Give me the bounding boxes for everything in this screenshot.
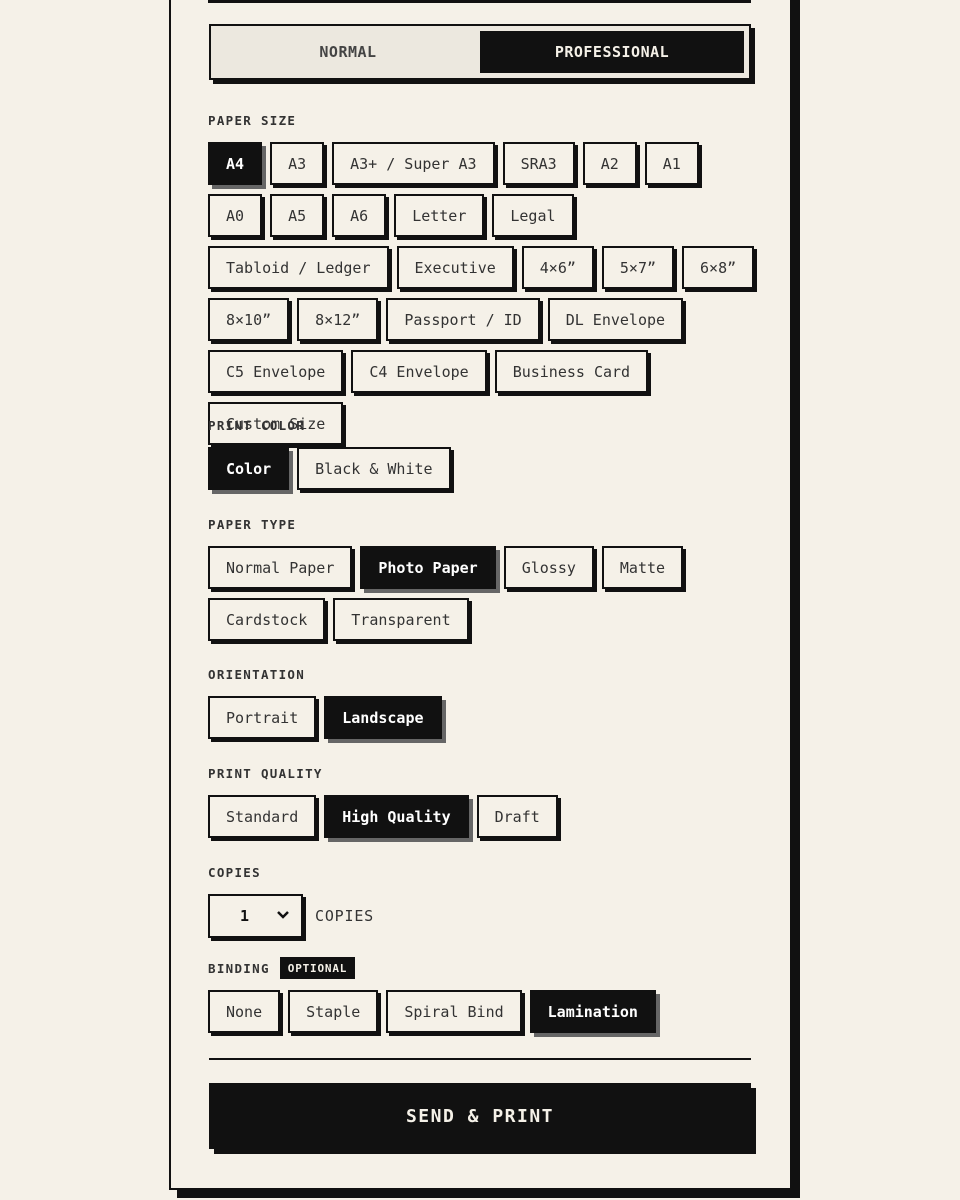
paper-size-option[interactable]: Passport / ID — [386, 298, 540, 341]
copies-unit-label: COPIES — [315, 907, 374, 925]
print-quality-option[interactable]: Standard — [208, 795, 317, 838]
paper-type-option[interactable]: Matte — [601, 546, 684, 589]
print-quality-option[interactable]: High Quality — [324, 795, 469, 838]
copies-select[interactable]: 1 — [208, 894, 303, 938]
paper-size-option[interactable]: Letter — [394, 194, 485, 237]
paper-size-option[interactable]: A4 — [208, 142, 263, 185]
mode-toggle: NORMAL PROFESSIONAL — [209, 24, 751, 80]
paper-size-option[interactable]: 4×6” — [521, 246, 594, 289]
section-label: COPIES — [208, 864, 261, 880]
section-label: PAPER TYPE — [208, 516, 297, 532]
paper-size-option[interactable]: A6 — [332, 194, 387, 237]
paper-size-option[interactable]: Business Card — [494, 350, 649, 393]
print-color-option[interactable]: Black & White — [297, 447, 451, 490]
orientation-option[interactable]: Landscape — [324, 696, 442, 739]
print-color-option[interactable]: Color — [208, 447, 290, 490]
paper-type-option[interactable]: Cardstock — [208, 598, 326, 641]
paper-size-option[interactable]: Custom Size — [208, 402, 344, 445]
paper-size-option[interactable]: A3+ / Super A3 — [332, 142, 495, 185]
paper-size-option[interactable]: Executive — [396, 246, 514, 289]
optional-badge: OPTIONAL — [279, 957, 356, 979]
paper-size-option[interactable]: Tabloid / Ledger — [208, 246, 389, 289]
paper-size-option[interactable]: SRA3 — [502, 142, 575, 185]
chevron-down-icon — [277, 911, 289, 919]
paper-type-option[interactable]: Photo Paper — [360, 546, 496, 589]
paper-size-option[interactable]: C4 Envelope — [351, 350, 487, 393]
binding-label: BINDING — [208, 960, 270, 976]
section-label: PAPER SIZE — [208, 112, 297, 128]
divider — [209, 1058, 751, 1060]
binding-option[interactable]: Staple — [288, 990, 379, 1033]
mode-option-professional[interactable]: PROFESSIONAL — [480, 31, 744, 73]
paper-size-option[interactable]: C5 Envelope — [208, 350, 344, 393]
section-label: ORIENTATION — [208, 666, 306, 682]
paper-type-option[interactable]: Normal Paper — [208, 546, 353, 589]
paper-size-option[interactable]: DL Envelope — [547, 298, 684, 341]
binding-option[interactable]: Lamination — [529, 990, 656, 1033]
print-quality-option[interactable]: Draft — [476, 795, 558, 838]
binding-option[interactable]: None — [208, 990, 281, 1033]
binding-option[interactable]: Spiral Bind — [386, 990, 522, 1033]
paper-size-option[interactable]: A1 — [644, 142, 699, 185]
orientation-option[interactable]: Portrait — [208, 696, 317, 739]
paper-size-option[interactable]: A3 — [270, 142, 325, 185]
section-label: PRINT QUALITY — [208, 765, 323, 781]
paper-size-option[interactable]: 6×8” — [682, 246, 755, 289]
section-label: BINDING OPTIONAL — [208, 957, 756, 979]
mode-option-normal[interactable]: NORMAL — [319, 43, 377, 61]
paper-size-option[interactable]: A2 — [582, 142, 637, 185]
top-rule — [208, 0, 751, 3]
paper-size-option[interactable]: 8×10” — [208, 298, 290, 341]
paper-size-option[interactable]: 5×7” — [601, 246, 675, 289]
paper-size-option[interactable]: A0 — [208, 194, 263, 237]
send-print-button[interactable]: SEND & PRINT — [209, 1083, 751, 1149]
paper-type-option[interactable]: Glossy — [503, 546, 594, 589]
paper-size-option[interactable]: Legal — [492, 194, 574, 237]
copies-value: 1 — [240, 907, 250, 925]
paper-size-option[interactable]: A5 — [270, 194, 325, 237]
paper-type-option[interactable]: Transparent — [333, 598, 469, 641]
section-label: PRINT COLOR — [208, 417, 306, 433]
copies-section: COPIES 1 COPIES — [208, 864, 756, 938]
paper-size-option[interactable]: 8×12” — [297, 298, 379, 341]
